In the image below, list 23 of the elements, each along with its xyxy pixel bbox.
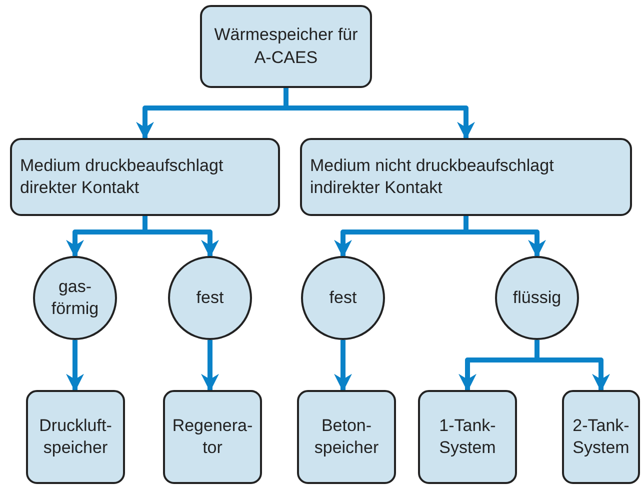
category-box xyxy=(26,390,125,484)
node-label: Beton- speicher xyxy=(313,414,380,459)
node-label: Medium nicht druckbeaufschlagt indirekter Kontakt xyxy=(310,154,555,199)
node-label: Medium druckbeaufschlagt direkter Kontakt xyxy=(20,154,224,199)
category-box xyxy=(418,390,517,484)
arrow xyxy=(201,340,219,392)
arrow xyxy=(334,340,352,392)
category-box xyxy=(10,138,280,216)
category-box xyxy=(200,5,372,88)
node-label: Druckluft- speicher xyxy=(38,414,113,459)
node-label: gas- förmig xyxy=(50,276,100,320)
arrow xyxy=(66,340,84,392)
category-box xyxy=(297,390,396,484)
category-box xyxy=(562,390,640,484)
node-label: Regenera- tor xyxy=(171,414,254,459)
node-label: flüssig xyxy=(512,286,562,309)
node-label: 1-Tank- System xyxy=(438,414,497,459)
category-box xyxy=(300,138,632,216)
node-label: fest xyxy=(196,286,224,309)
node-label: fest xyxy=(329,286,357,309)
category-box xyxy=(163,390,262,484)
node-label: Wärmespeicher für A-CAES xyxy=(213,24,359,68)
node-label: 2-Tank- System xyxy=(572,414,630,459)
